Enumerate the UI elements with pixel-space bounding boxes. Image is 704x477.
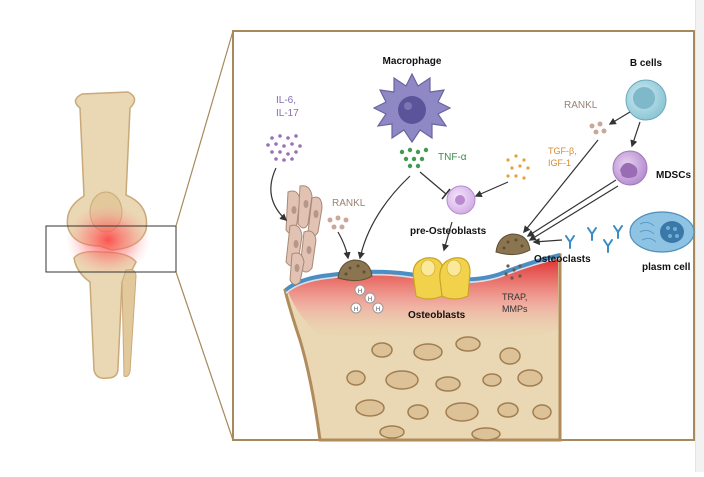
label-rankl-right: RANKL — [564, 100, 598, 111]
zoom-region-box — [45, 225, 177, 273]
label-tgf-line1: TGF-β, — [548, 146, 577, 156]
label-trap-line2: MMPs — [502, 304, 528, 314]
rankl-right-dots — [589, 121, 607, 135]
b-cell — [625, 79, 667, 121]
antibodies — [565, 225, 623, 253]
label-osteoblasts: Osteoblasts — [408, 310, 466, 321]
label-il-line2: IL-17 — [276, 108, 299, 119]
trap-dots — [504, 264, 522, 280]
pathway-arrows — [270, 111, 641, 260]
synovial-fibroblasts — [285, 185, 323, 286]
label-pre-osteoblasts: pre-Osteoblasts — [410, 226, 487, 237]
label-mdscs: MDSCs — [656, 170, 691, 181]
plasma-cell — [629, 211, 695, 253]
tgf-dots — [506, 154, 530, 180]
rankl-left-dots — [327, 215, 349, 230]
h-ions: H H H H — [350, 284, 384, 314]
il-cytokine-dots — [266, 134, 302, 162]
label-tnf: TNF-α — [438, 152, 467, 163]
mdsc-cell — [612, 150, 648, 186]
osteoclast-left — [337, 259, 373, 282]
osteoblast-cells — [412, 257, 471, 300]
label-osteoclasts: Osteoclasts — [534, 254, 591, 265]
label-trap-line1: TRAP, — [502, 292, 527, 302]
pre-osteoblast-cell — [446, 185, 476, 215]
label-macrophage: Macrophage — [383, 56, 442, 67]
macrophage-cell — [372, 72, 452, 144]
knee-illustration — [45, 30, 234, 441]
h-ion-label-2: H — [368, 297, 372, 303]
h-ion-label-3: H — [354, 307, 358, 313]
vertical-scrollbar[interactable] — [695, 0, 704, 472]
h-ion-label-4: H — [376, 307, 380, 313]
label-b-cells: B cells — [630, 58, 663, 69]
osteoclast-right — [495, 233, 531, 256]
tnf-dots — [399, 147, 429, 169]
label-rankl-left: RANKL — [332, 198, 366, 209]
label-tgf-line2: IGF-1 — [548, 158, 571, 168]
h-ion-label-1: H — [358, 289, 362, 295]
label-il-line1: IL-6, — [276, 95, 296, 106]
label-plasm-cell: plasm cell — [642, 262, 691, 273]
